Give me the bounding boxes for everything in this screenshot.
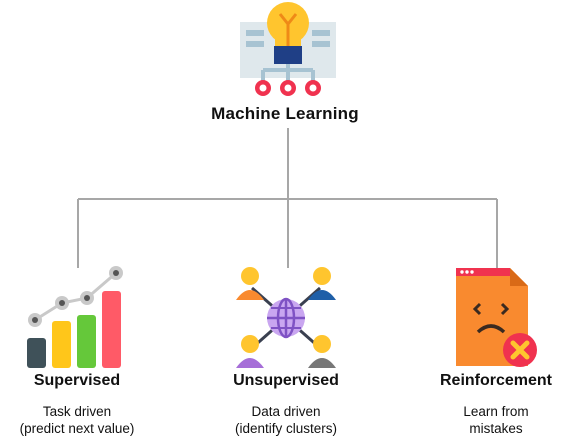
unsupervised-title: Unsupervised — [233, 372, 339, 389]
reinforcement-description: Learn from mistakes — [401, 403, 570, 437]
people-network-icon — [236, 267, 336, 368]
root-title: Machine Learning — [211, 104, 359, 123]
supervised-desc-line-1: Task driven — [42, 404, 112, 419]
lightbulb-network-icon — [240, 2, 336, 96]
reinforcement-desc-line-2: mistakes — [469, 421, 523, 436]
unsupervised-desc-line-2: (identify clusters) — [234, 421, 338, 436]
reinforcement-title: Reinforcement — [439, 372, 553, 389]
unsupervised-desc-line-1: Data driven — [251, 404, 321, 419]
bar-chart-trend-icon — [27, 266, 123, 368]
supervised-description: Task driven (predict next value) — [0, 403, 172, 437]
supervised-title: Supervised — [33, 372, 121, 389]
unsupervised-description: Data driven (identify clusters) — [191, 403, 381, 437]
sad-file-error-icon — [456, 268, 537, 367]
reinforcement-desc-line-1: Learn from — [463, 404, 529, 419]
supervised-desc-line-2: (predict next value) — [19, 421, 135, 436]
